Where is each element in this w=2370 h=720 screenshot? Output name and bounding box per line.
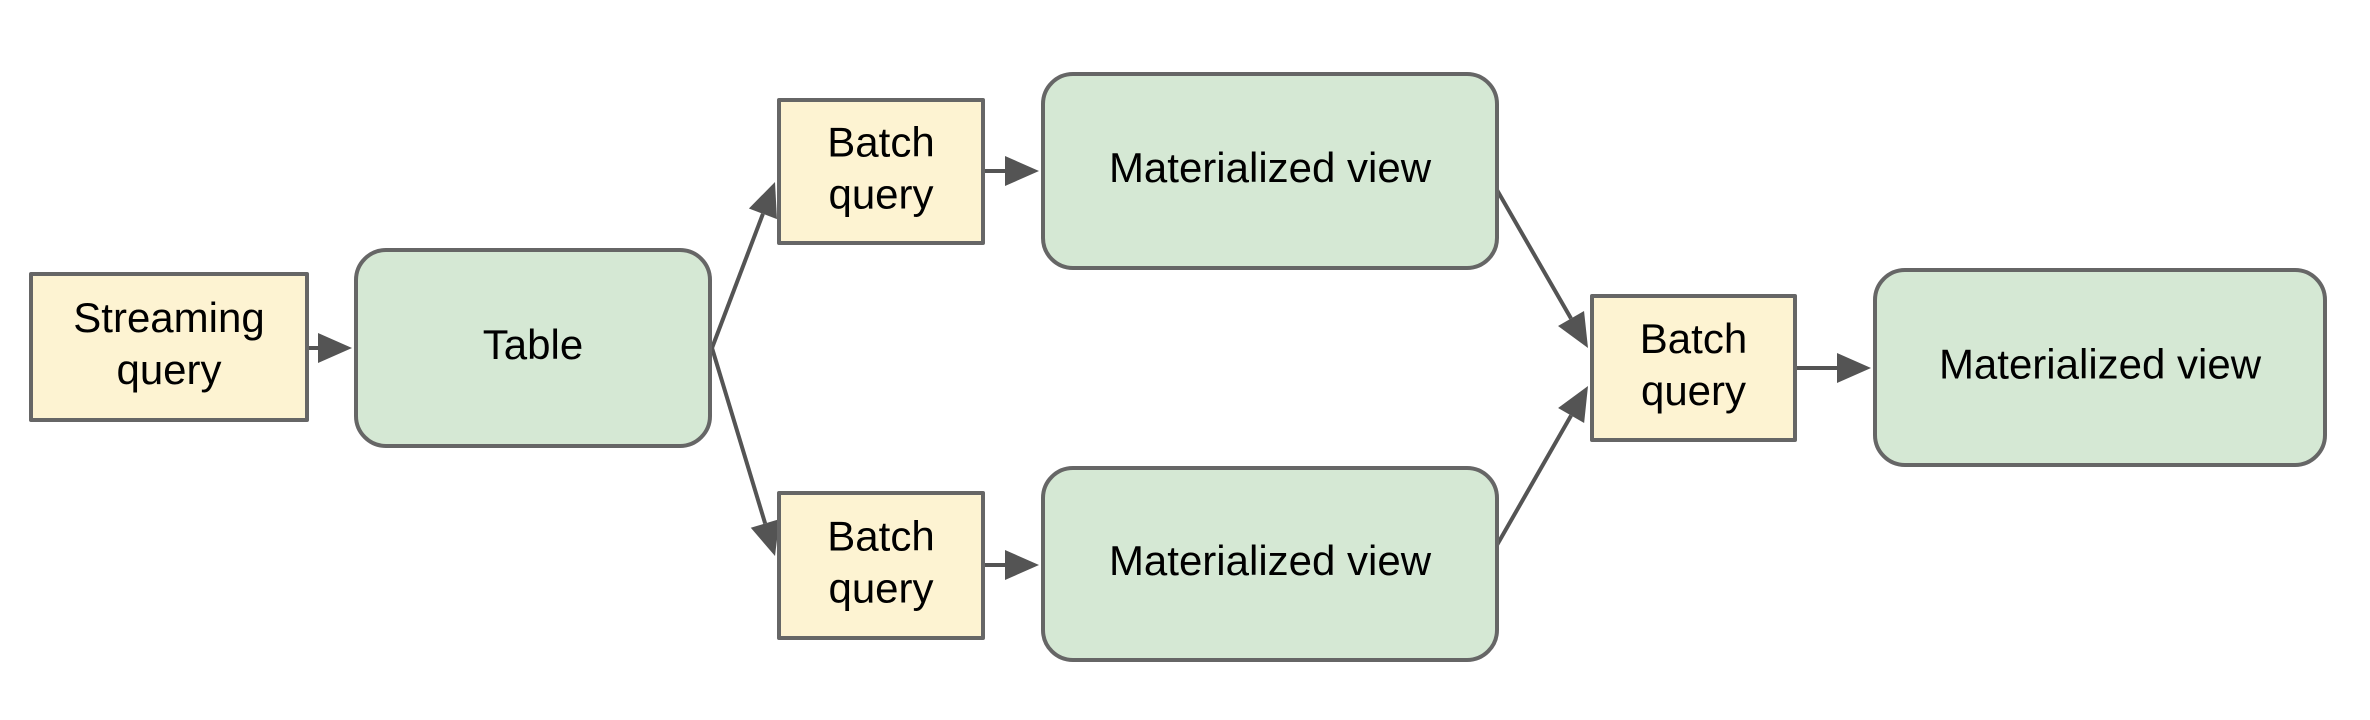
arrowhead-icon [1837,353,1871,383]
node-shape[interactable] [1873,268,2327,467]
arrowhead-icon [1558,311,1588,348]
node-shape[interactable] [1041,466,1499,662]
edge-layer [307,156,1871,580]
node-shape[interactable] [777,491,985,640]
arrowhead-icon [750,519,780,556]
edge-line [710,347,768,525]
node-shape[interactable] [1041,72,1499,270]
arrowhead-icon [748,182,777,220]
node-label: Materialized view [1939,341,2262,388]
node-table[interactable]: Table [354,248,712,448]
edge-line [710,213,765,349]
arrowhead-icon [1005,156,1039,186]
edge-streaming-query-to-table [307,333,352,363]
arrowhead-icon [1005,550,1039,580]
arrowhead-icon [1558,386,1588,423]
node-batch-query-top[interactable]: Batch query [777,98,985,245]
node-materialized-view-top[interactable]: Materialized view [1041,72,1499,270]
node-label: query [1641,367,1746,414]
node-shape[interactable] [777,98,985,245]
node-shape[interactable] [354,248,712,448]
node-label: query [116,346,221,393]
node-materialized-view-bottom[interactable]: Materialized view [1041,466,1499,662]
node-batch-query-merge[interactable]: Batch query [1590,294,1797,442]
edge-batch-query-merge-to-materialized-view-final [1795,353,1871,383]
node-layer: StreamingqueryTableBatchqueryBatchqueryM… [29,72,2327,662]
edge-table-to-batch-query-bottom [710,347,780,556]
edge-batch-query-bottom-to-materialized-view-bottom [982,550,1039,580]
edge-materialized-view-top-to-batch-query-merge [1495,189,1588,348]
node-label: Table [483,321,583,368]
node-label: query [828,171,933,218]
edge-batch-query-top-to-materialized-view-top [983,156,1039,186]
node-label: query [828,565,933,612]
arrowhead-icon [318,333,352,363]
node-label: Batch [1640,315,1747,362]
node-label: Batch [827,513,934,560]
node-label: Batch [827,119,934,166]
node-label: Materialized view [1109,537,1432,584]
edge-table-to-batch-query-top [710,182,777,349]
edge-line [1495,414,1573,546]
node-materialized-view-final[interactable]: Materialized view [1873,268,2327,467]
edge-line [1495,189,1573,320]
node-shape[interactable] [1590,294,1797,442]
node-batch-query-bottom[interactable]: Batch query [777,491,985,640]
node-label: Materialized view [1109,144,1432,191]
node-label: Streaming [73,294,264,341]
node-shape[interactable] [29,272,309,422]
edge-materialized-view-bottom-to-batch-query-merge [1495,386,1588,546]
node-streaming-query[interactable]: Streaming query [29,272,309,422]
